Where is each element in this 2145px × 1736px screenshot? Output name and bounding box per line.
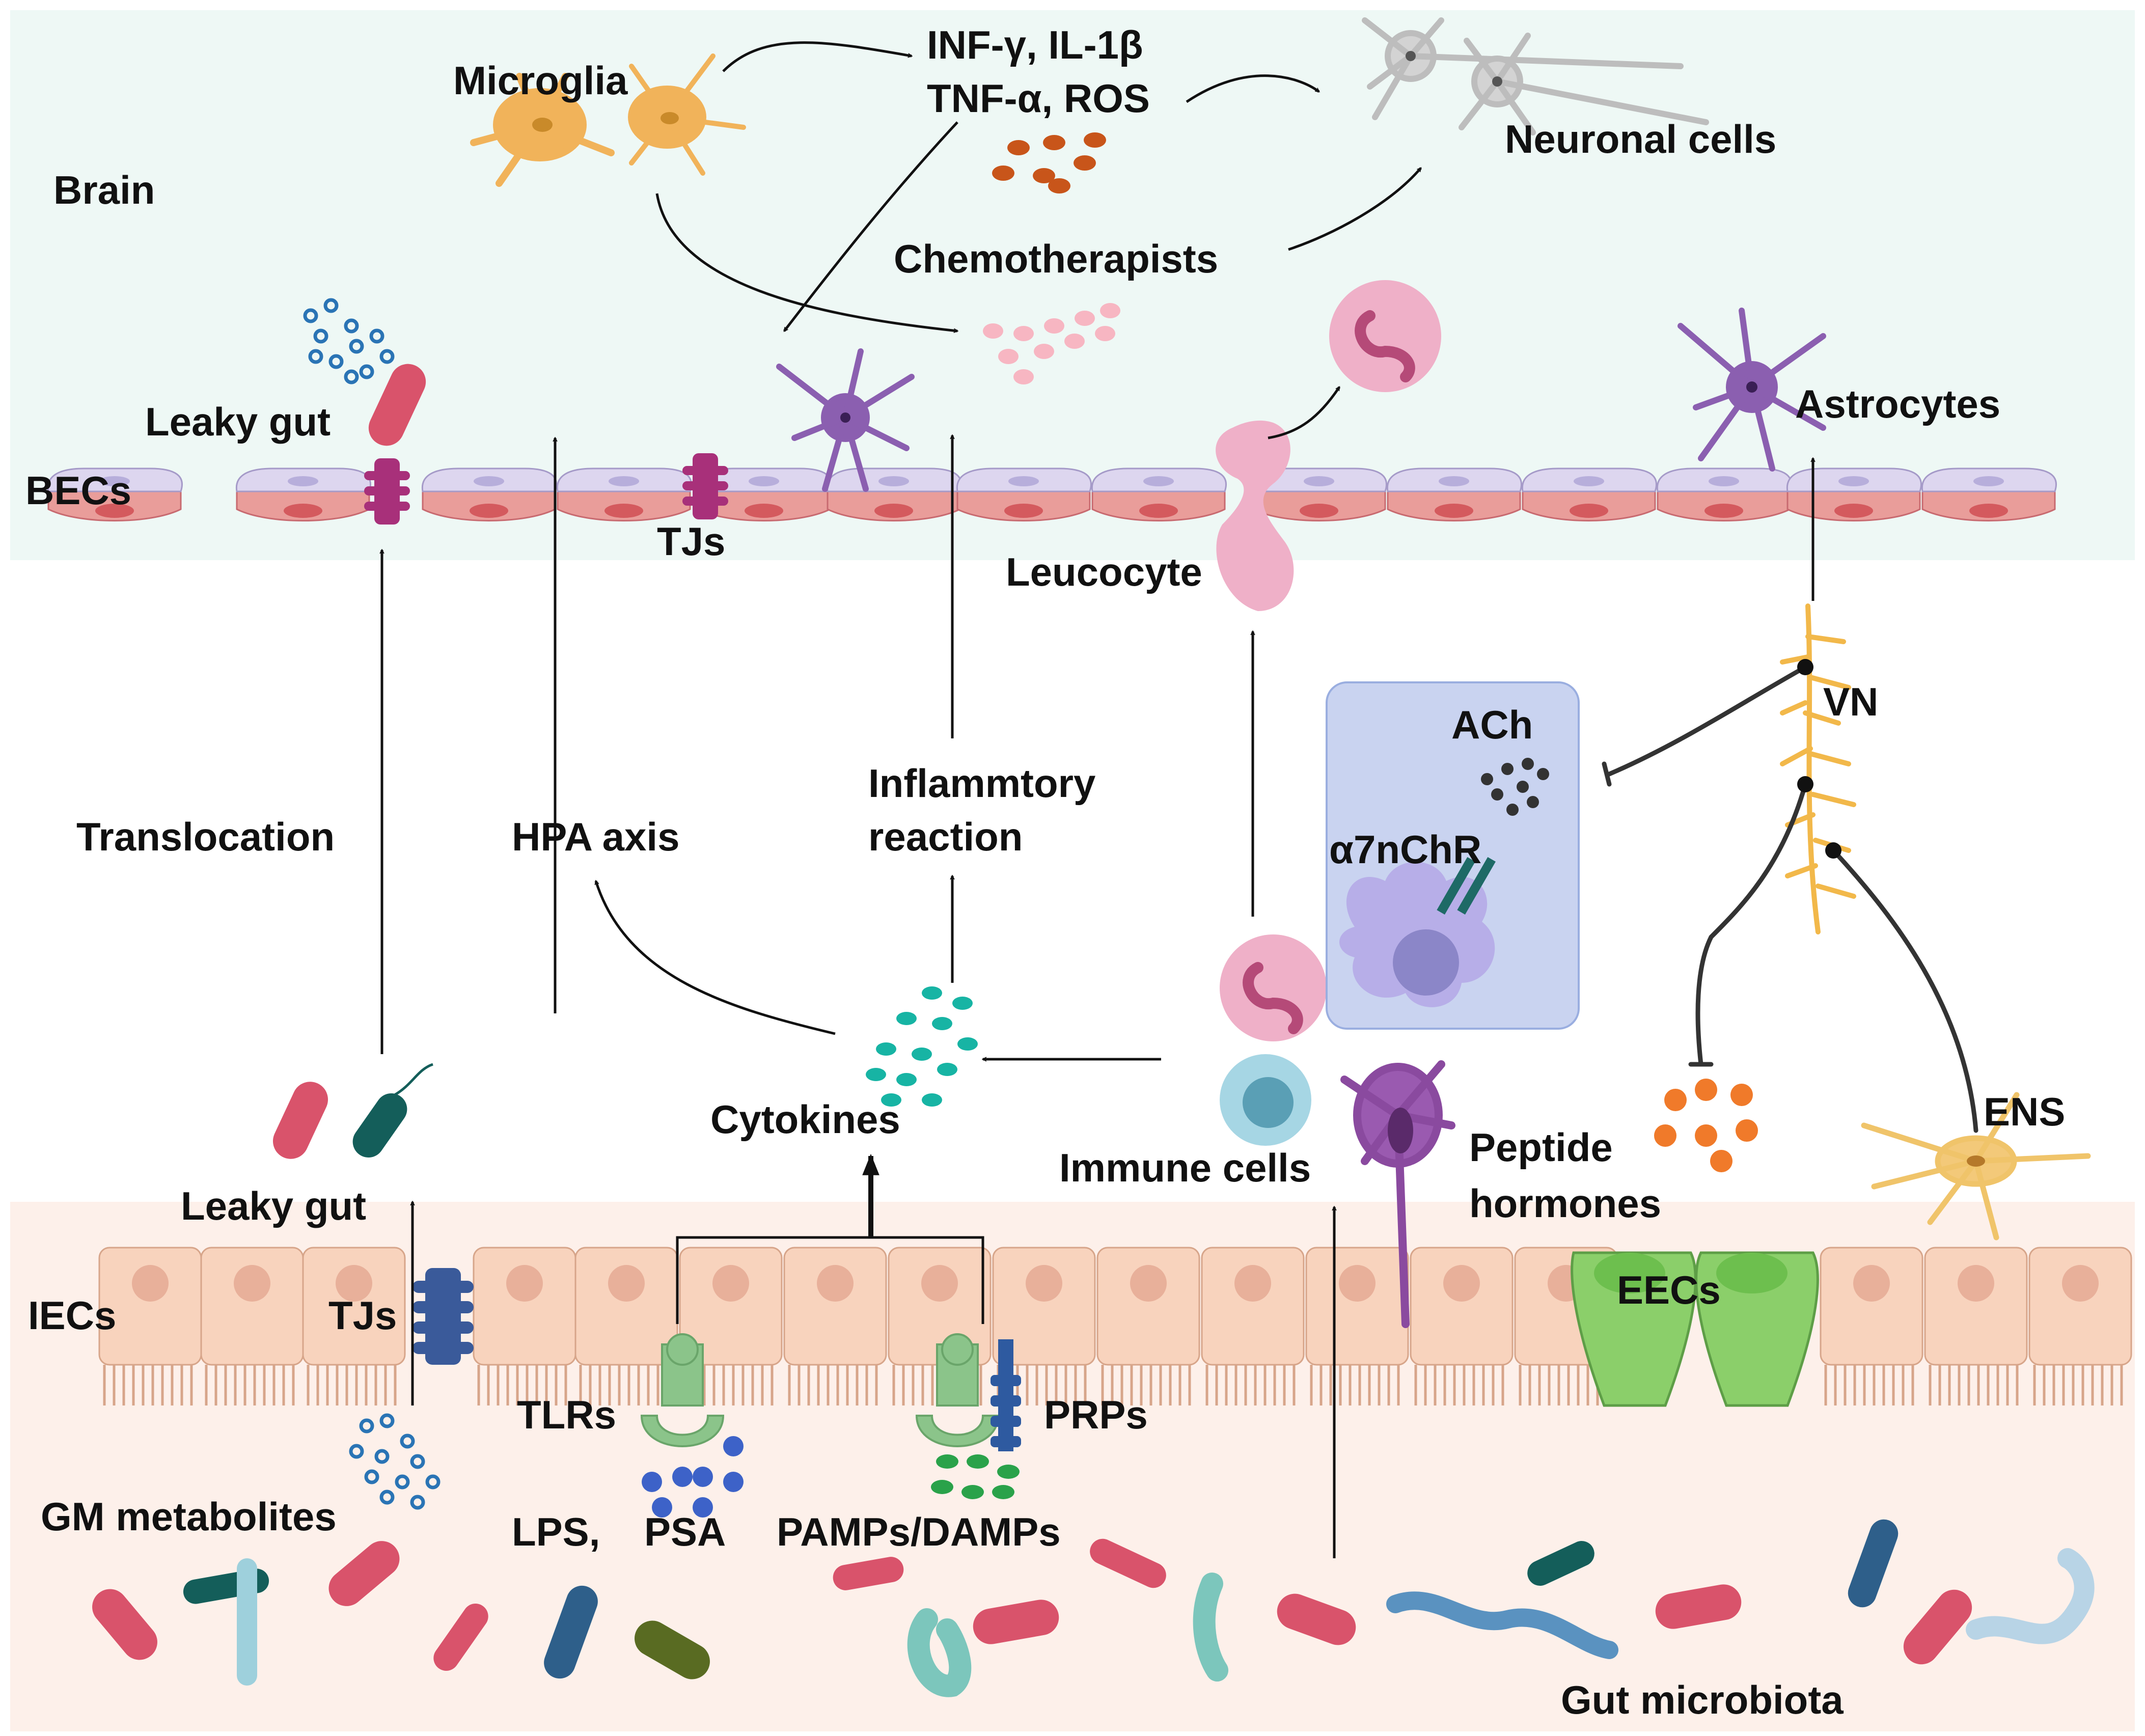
peptide-label-2: hormones [1469,1181,1661,1226]
brain-cytokine-label-2: TNF-α, ROS [927,76,1150,121]
epithelial-cell [679,1247,783,1406]
pamps-label: PAMPs/DAMPs [777,1509,1061,1554]
endothelial-cell [1786,467,1922,521]
tight-junction-icon [682,453,728,519]
epithelial-cell [1410,1247,1514,1406]
brain-cytokine-label-1: INF-γ, IL-1β [927,22,1143,67]
acetylcholine-dots [1481,758,1549,816]
inflammatory-label-2: reaction [868,814,1023,859]
epithelial-cell [2028,1247,2132,1406]
epithelial-cell [98,1247,202,1406]
epithelial-cell [574,1247,678,1406]
cytokine-dots [866,986,978,1107]
epithelial-cell [783,1247,887,1406]
chemotherapy-dots [983,303,1120,384]
prps-label: PRPs [1044,1392,1148,1437]
endothelial-cell [235,467,371,521]
prp-receptor-icon [915,1333,1021,1451]
nerve-fibers [1602,665,1978,1133]
chemotherapists-label: Chemotherapists [894,236,1218,281]
pamp-dots [931,1454,1020,1499]
iec-label: IECs [28,1293,116,1338]
endothelial-cell [47,467,183,521]
tlr-receptor-icon [640,1333,725,1447]
cytokine-dots [992,132,1106,194]
a7nchr-label: α7nChR [1329,827,1481,872]
cytokines-label: Cytokines [710,1097,900,1142]
endothelial-cell [1921,467,2057,521]
brain-region [10,10,2135,560]
endothelial-cell [421,467,557,521]
immune-cell-icon [1220,934,1327,1146]
epithelial-cell [1924,1247,2028,1406]
tight-junction-icon [413,1268,474,1365]
macrophage-icon [1339,857,1496,1007]
intestinal-epithelial-cells [98,1247,2132,1406]
epithelial-cell [1820,1247,1923,1406]
bacterium-icon [272,1063,433,1159]
neuron-icon [1362,17,1709,135]
metabolite-dots [303,298,395,384]
labels: Brain BECs IECs Microglia INF-γ, IL-1β T… [25,22,2065,1722]
endothelial-cell [1091,467,1227,521]
bacterium-icon [368,364,426,446]
endothelial-cell [1386,467,1522,521]
endothelial-cell [826,467,962,521]
leucocyte-icon [1216,280,1441,611]
synapse-dots [1797,659,1841,859]
gut-microbiota-label: Gut microbiota [1561,1677,1844,1722]
astrocytes-label: Astrocytes [1795,381,2000,426]
gut-leaky-gut-label: Leaky gut [181,1183,366,1228]
endothelial-cell [956,467,1092,521]
epithelial-cell [1096,1247,1200,1406]
lps-dots [642,1436,744,1518]
epithelial-cell [992,1247,1096,1406]
epithelial-cell [302,1247,406,1406]
microglia-icon [470,53,746,187]
bec-label: BECs [25,468,131,513]
brain-leaky-gut-label: Leaky gut [145,399,331,444]
metabolite-dots [349,1413,441,1510]
pathway-arrows [382,41,1813,1558]
enteroendocrine-cell-icon [1571,1251,1819,1407]
tight-junction-icon [364,458,410,525]
vn-label: VN [1823,679,1878,724]
brain-tj-label: TJs [657,519,725,564]
brain-region-label: Brain [53,168,155,212]
endothelial-cell [556,467,692,521]
ens-label: ENS [1984,1089,2065,1134]
inflammatory-label-1: Inflammtory [868,761,1095,806]
brain-endothelial-cells [47,467,2057,521]
translocation-label: Translocation [76,814,335,859]
tlrs-label: TLRs [517,1392,616,1437]
immune-cells-label: Immune cells [1059,1145,1311,1190]
dendritic-cell-icon [1340,1060,1455,1328]
psa-label: PSA [644,1509,726,1554]
astrocyte-icon [1678,308,1826,472]
endothelial-cell [1656,467,1792,521]
epithelial-cell [1305,1247,1409,1406]
neuronal-cells-label: Neuronal cells [1505,117,1776,161]
gut-tj-label: TJs [328,1293,397,1338]
leucocyte-label: Leucocyte [1006,549,1202,594]
microglia-label: Microglia [453,58,628,103]
gm-metabolites-label: GM metabolites [41,1494,337,1539]
bacterium-icon [92,1519,2095,1697]
astrocyte-icon [776,348,915,492]
hpa-axis-label: HPA axis [512,814,679,859]
vagus-nerve-icon [1780,603,1856,934]
enteric-neuron-icon [1861,1092,2091,1241]
peptide-hormone-dots [1654,1079,1758,1172]
ach-label: ACh [1451,702,1533,747]
peptide-label-1: Peptide [1469,1125,1613,1170]
lps-label: LPS, [512,1509,600,1554]
eecs-label: EECs [1617,1267,1721,1312]
epithelial-cell [1201,1247,1305,1406]
endothelial-cell [1521,467,1657,521]
